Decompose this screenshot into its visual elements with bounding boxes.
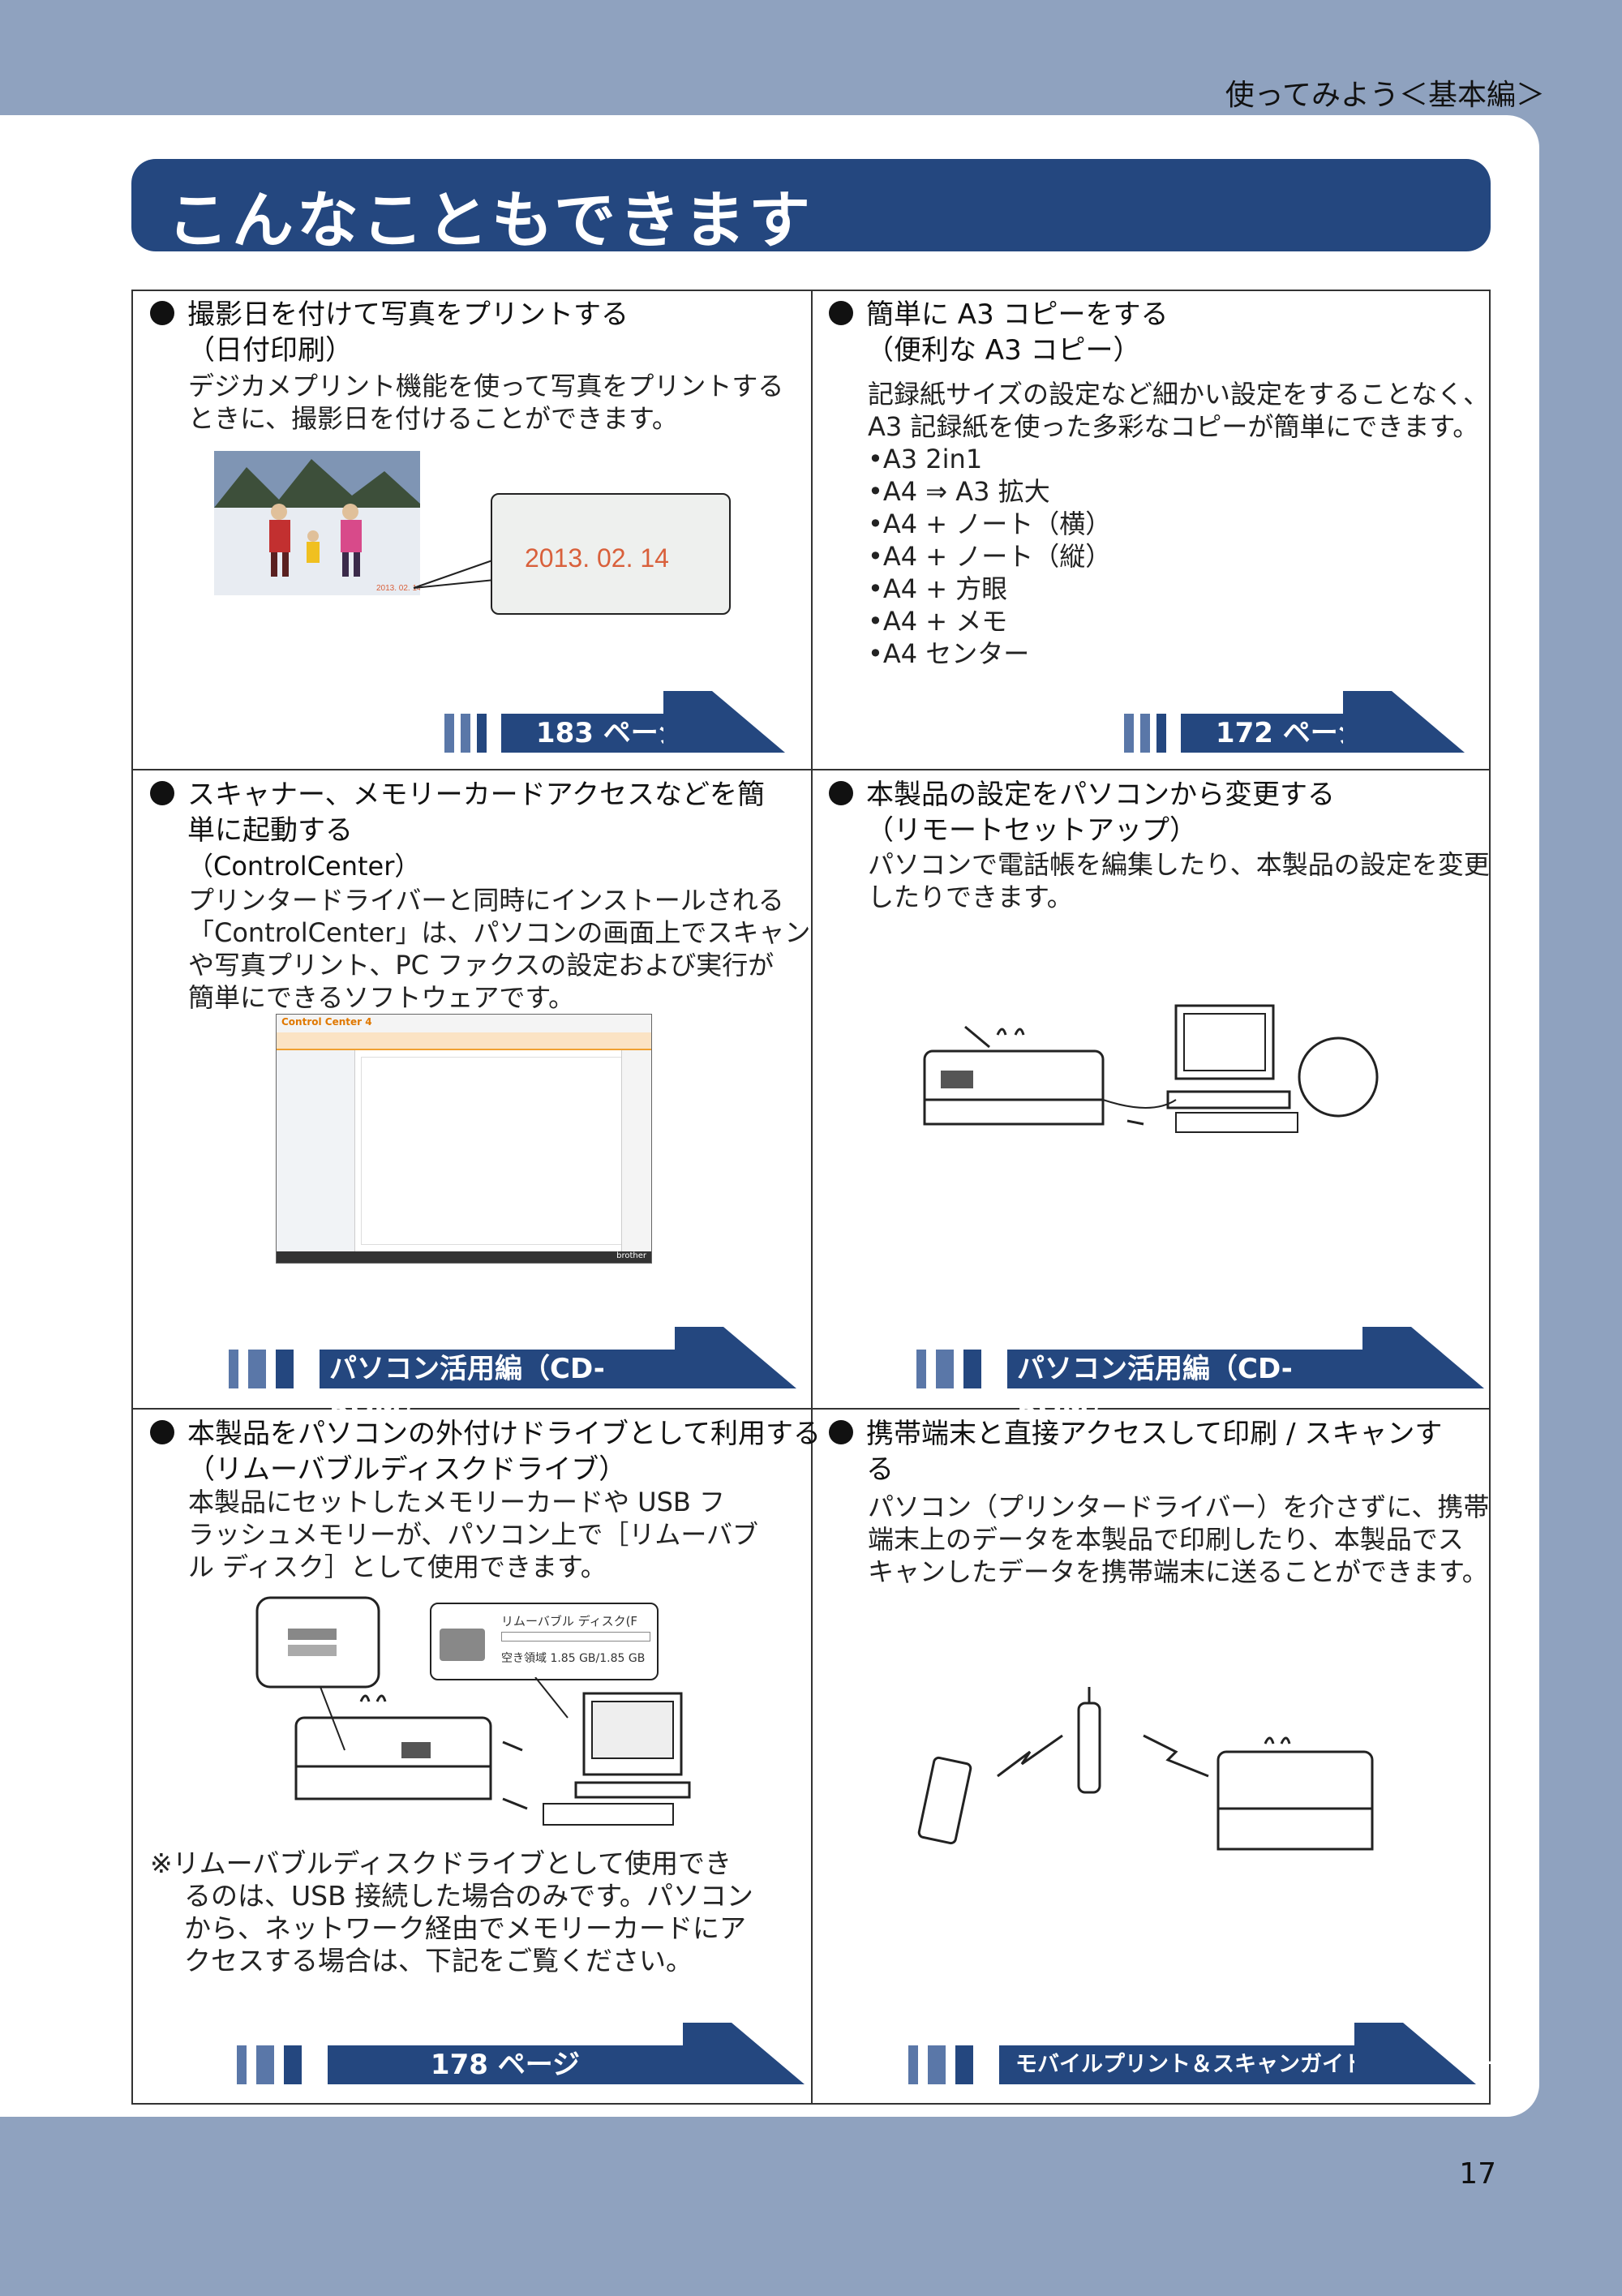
cell4-heading: 本製品の設定をパソコンから変更する （リモートセットアップ） <box>829 777 1335 848</box>
list-item: •A4 ⇒ A3 拡大 <box>868 476 1050 507</box>
disk-free-space: 空き領域 1.85 GB/1.85 GB <box>501 1652 646 1665</box>
disk-callout: リムーバブル ディスク(F 空き領域 1.85 GB/1.85 GB <box>430 1603 659 1680</box>
cell5-note: ※リムーバブルディスクドライブとして使用でき るのは、USB 接続した場合のみで… <box>150 1848 753 1976</box>
cell3-link[interactable]: パソコン活用編（CD-ROM） <box>229 1327 796 1424</box>
link-text: パソコン活用編（CD-ROM） <box>1007 1350 1362 1424</box>
cell2-link[interactable]: 172 ページ <box>1124 691 1465 753</box>
arrow-head-icon <box>683 2023 805 2084</box>
bullet-icon <box>829 780 853 805</box>
cell2-heading: 簡単に A3 コピーをする （便利な A3 コピー） <box>829 297 1169 368</box>
date-callout: 2013. 02. 14 <box>491 493 731 615</box>
bullet-icon <box>829 300 853 325</box>
bullet-icon <box>150 300 174 325</box>
list-item: •A3 2in1 <box>868 444 983 474</box>
cell4-link[interactable]: パソコン活用編（CD-ROM） <box>916 1327 1484 1424</box>
cell1-heading: 撮影日を付けて写真をプリントする （日付印刷） <box>150 297 629 368</box>
arrow-head-icon <box>663 691 785 753</box>
cell5-heading: 本製品をパソコンの外付けドライブとして利用する （リムーバブルディスクドライブ） <box>150 1416 821 1487</box>
bullet-icon <box>150 1419 174 1444</box>
link-text: モバイルプリント＆スキャンガイド（ダウンロード） <box>999 2045 1541 2084</box>
photo-date-small: 2013. 02. 14 <box>376 584 420 593</box>
cell3-body: プリンタードライバーと同時にインストールされる 「ControlCenter」は… <box>188 885 811 1013</box>
grid-divider-vertical <box>811 290 813 2105</box>
cell2-body: 記録紙サイズの設定など細かい設定をすることなく、 A3 記録紙を使った多彩なコピ… <box>868 379 1490 669</box>
grid-divider-row2 <box>131 1408 1491 1410</box>
page-number: 17 <box>1459 2157 1496 2191</box>
cell1-body: デジカメプリント機能を使って写真をプリントする ときに、撮影日を付けることができ… <box>188 371 784 434</box>
remote-setup-illustration <box>923 1004 1379 1133</box>
page-title: こんなこともできます <box>167 184 813 256</box>
cell5-link[interactable]: 178 ページ <box>237 2023 805 2084</box>
link-text: パソコン活用編（CD-ROM） <box>320 1350 675 1424</box>
cell6-body: パソコン（プリンタードライバー）を介さずに、携帯 端末上のデータを本製品で印刷し… <box>868 1491 1490 1587</box>
ski-photo: 2013. 02. 14 <box>214 451 422 595</box>
photo-date-large: 2013. 02. 14 <box>525 543 669 573</box>
cell6-heading: 携帯端末と直接アクセスして印刷 / スキャンす る <box>829 1416 1442 1487</box>
callout-pointer <box>413 559 496 589</box>
app-title: Control Center 4 <box>281 1016 372 1028</box>
pc-illustration <box>502 1677 691 1826</box>
controlcenter-screenshot: Control Center 4 brother <box>276 1014 652 1264</box>
brand-logo: brother <box>616 1251 646 1260</box>
list-item: •A4 + ノート（横） <box>868 509 1112 539</box>
cell1-link[interactable]: 183 ページ <box>444 691 785 753</box>
cell4-body: パソコンで電話帳を編集したり、本製品の設定を変更 したりできます。 <box>868 849 1490 912</box>
cell3-heading: スキャナー、メモリーカードアクセスなどを簡 単に起動する （ControlCen… <box>150 777 765 884</box>
printer-illustration <box>255 1596 492 1800</box>
list-item: •A4 + メモ <box>868 606 1008 637</box>
top-band <box>0 0 1622 115</box>
arrow-head-icon <box>1343 691 1465 753</box>
removable-disk-icon <box>440 1629 485 1661</box>
cell6-link[interactable]: モバイルプリント＆スキャンガイド（ダウンロード） <box>908 2023 1541 2084</box>
title-bar: こんなこともできます <box>131 159 1491 256</box>
arrow-head-icon <box>675 1327 796 1388</box>
disk-label: リムーバブル ディスク(F <box>501 1614 638 1629</box>
list-item: •A4 + ノート（縦） <box>868 541 1112 572</box>
grid-divider-row1 <box>131 769 1491 770</box>
list-item: •A4 センター <box>868 638 1030 669</box>
mobile-print-illustration <box>917 1687 1374 1851</box>
bullet-icon <box>150 780 174 805</box>
arrow-head-icon <box>1362 1327 1484 1388</box>
link-text: 178 ページ <box>328 2045 683 2084</box>
bullet-icon <box>829 1419 853 1444</box>
arrow-head-icon <box>1354 2023 1476 2084</box>
list-item: •A4 + 方眼 <box>868 573 1008 604</box>
section-header: 使ってみよう＜基本編＞ <box>1225 79 1545 112</box>
cell5-body: 本製品にセットしたメモリーカードや USB フ ラッシュメモリーが、パソコン上で… <box>188 1487 759 1582</box>
